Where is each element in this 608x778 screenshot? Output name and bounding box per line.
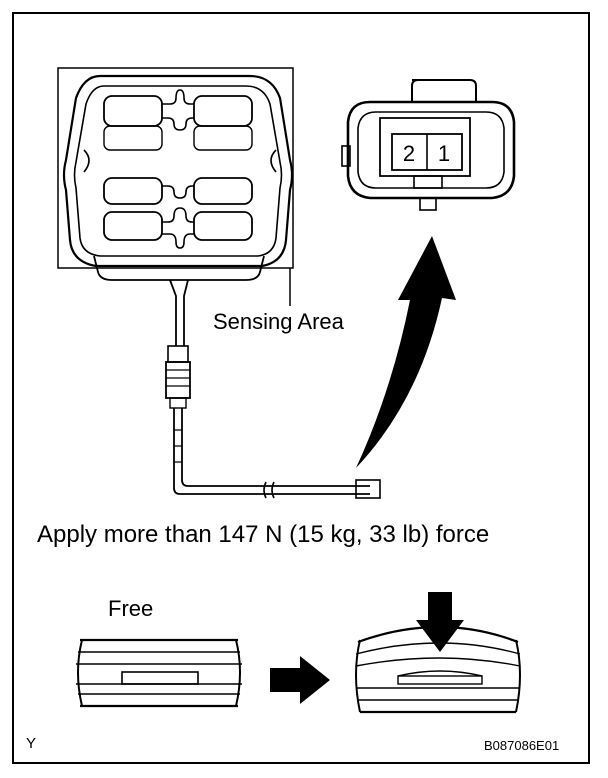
sensor-mat-icon [57, 67, 381, 499]
corner-mark: Y [26, 735, 37, 752]
force-instruction: Apply more than 147 N (15 kg, 33 lb) for… [37, 521, 490, 548]
free-label: Free [108, 596, 154, 621]
connector-pin-2: 2 [402, 141, 416, 166]
connector-pin-1: 1 [437, 141, 451, 166]
right-arrow-icon [270, 656, 330, 704]
free-state-pad [76, 638, 242, 708]
sensing-area-label: Sensing Area [213, 309, 344, 334]
figure-code: B087086E01 [484, 738, 560, 753]
down-arrow-icon [416, 592, 464, 652]
connector-icon [341, 79, 516, 211]
figure-frame [12, 12, 590, 764]
curved-arrow-icon [356, 236, 456, 468]
